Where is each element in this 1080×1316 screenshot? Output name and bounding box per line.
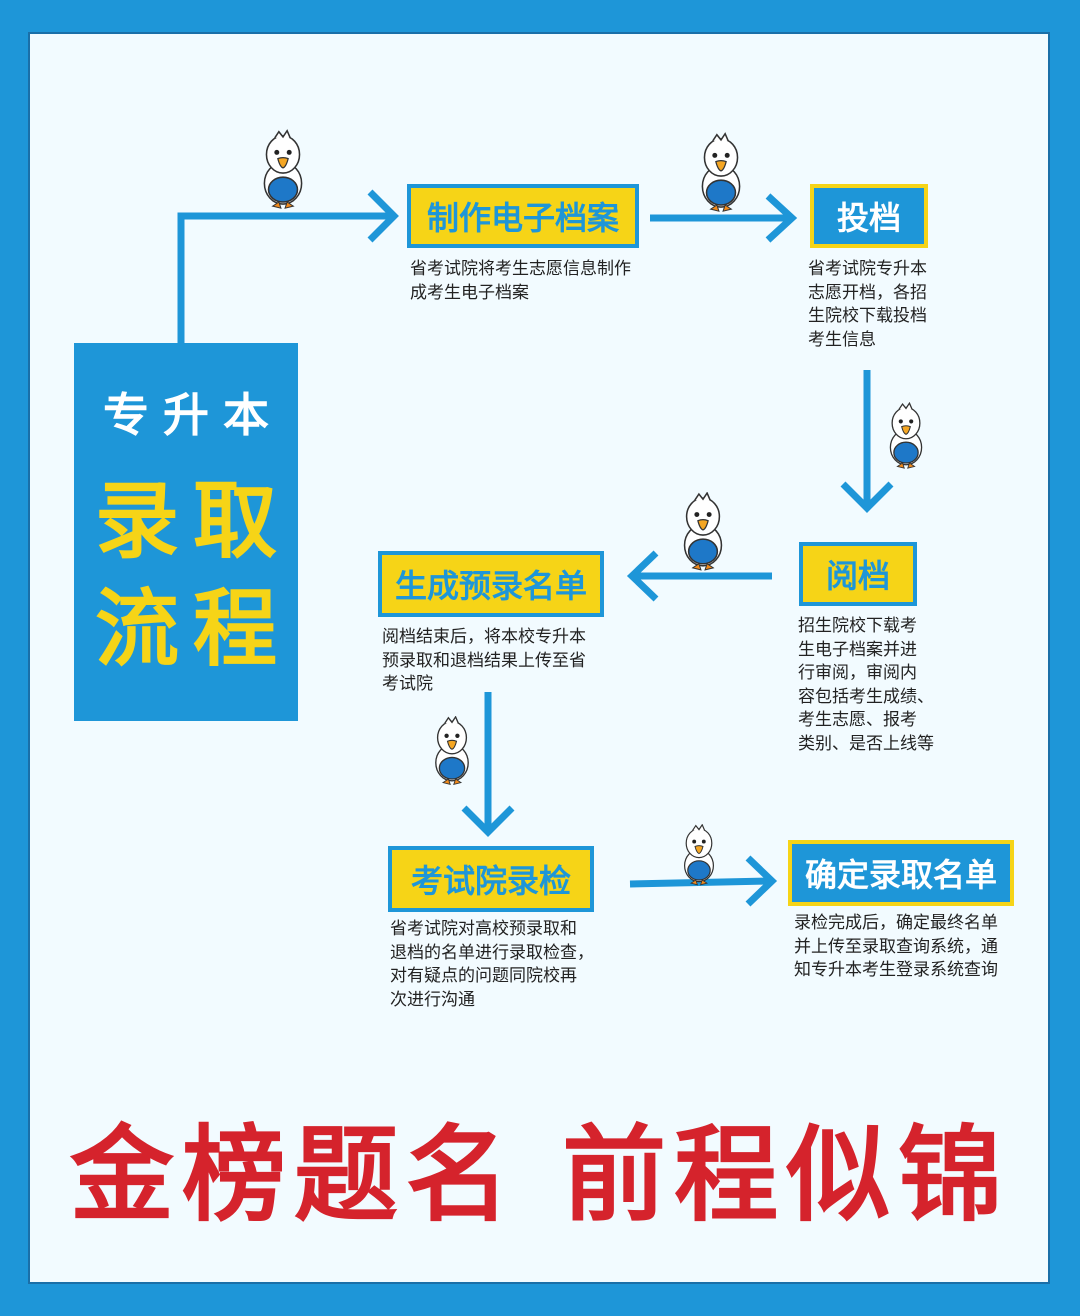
eagle-mascot-icon xyxy=(683,824,715,886)
arrow-step5-to-step6-head xyxy=(745,855,778,907)
main-title-panel: 专升本 录取 流程 xyxy=(74,343,298,721)
step-confirm-list-desc: 录检完成后，确定最终名单 并上传至录取查询系统，通 知专升本考生登录系统查询 xyxy=(794,913,998,980)
arrow-step4-to-step5-head xyxy=(461,805,515,837)
step-generate-prelist: 生成预录名单 xyxy=(378,551,604,617)
step-make-archive: 制作电子档案 xyxy=(407,184,639,248)
step-submit-archive: 投档 xyxy=(810,184,928,248)
step-make-archive-desc: 省考试院将考生志愿信息制作 成考生电子档案 xyxy=(410,259,631,303)
arrow-step3-to-step4-head xyxy=(626,550,659,602)
step-confirm-list: 确定录取名单 xyxy=(788,840,1014,906)
eagle-mascot-icon xyxy=(701,132,741,212)
arrow-step1-to-step2-head xyxy=(765,193,798,243)
arrow-main-to-step1 xyxy=(177,212,390,343)
main-title-line2: 流程 xyxy=(94,580,291,678)
step-review-archive-desc: 招生院校下载考 生电子档案并进 行审阅，审阅内 容包括考生成绩、 考生志愿、报考… xyxy=(798,616,934,754)
arrow-step2-to-step3-head xyxy=(840,481,894,513)
main-title-line1: 录取 xyxy=(94,472,291,570)
arrow-step5-to-step6 xyxy=(629,877,771,888)
step-exam-check: 考试院录检 xyxy=(388,846,594,912)
eagle-mascot-icon xyxy=(435,716,469,786)
step-review-archive: 阅档 xyxy=(799,542,917,606)
eagle-mascot-icon xyxy=(263,129,303,210)
arrow-main-to-step1-head xyxy=(367,189,399,243)
eagle-mascot-icon xyxy=(683,492,723,571)
main-subtitle: 专升本 xyxy=(103,388,283,442)
step-generate-prelist-desc: 阅档结束后，将本校专升本 预录取和退档结果上传至省 考试院 xyxy=(382,627,586,694)
slogan: 金榜题名 前程似锦 xyxy=(69,1114,1011,1236)
step-submit-archive-desc: 省考试院专升本 志愿开档，各招 生院校下载投档 考生信息 xyxy=(808,259,927,350)
step-exam-check-desc: 省考试院对高校预录取和 退档的名单进行录取检查， 对有疑点的问题同院校再 次进行… xyxy=(390,919,594,1010)
eagle-mascot-icon xyxy=(889,402,923,469)
